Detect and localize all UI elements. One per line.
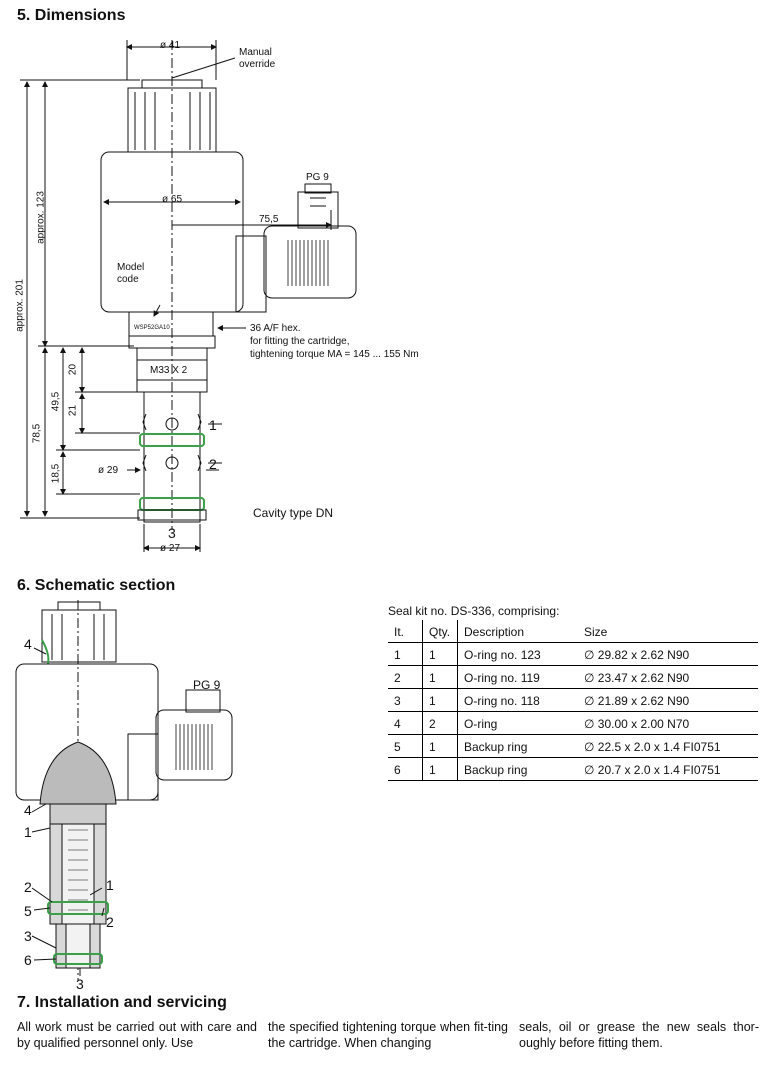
cell-item: 2 (388, 665, 423, 689)
hex-label-2: for fitting the cartridge, (250, 336, 350, 347)
section-5-heading: 5. Dimensions (17, 7, 126, 24)
model-code-label-2: code (117, 274, 139, 285)
seal-kit: Seal kit no. DS-336, comprising: It. Qty… (388, 604, 758, 781)
seal-kit-table: It. Qty. Description Size 1 1 O-ring no.… (388, 620, 758, 781)
cell-size: ∅ 29.82 x 2.62 N90 (578, 642, 758, 666)
cell-description: O-ring no. 119 (457, 665, 578, 689)
port-1-label: 1 (209, 417, 217, 433)
dimension-75-5-label: 75,5 (259, 214, 279, 225)
cell-item: 6 (388, 757, 423, 781)
cell-size: ∅ 20.7 x 2.0 x 1.4 FI0751 (578, 757, 758, 781)
schematic-section-drawing (15, 600, 233, 980)
section-7-heading: 7. Installation and servicing (17, 994, 227, 1011)
seal-kit-caption: Seal kit no. DS-336, comprising: (388, 604, 560, 618)
cell-size: ∅ 23.47 x 2.62 N90 (578, 665, 758, 689)
table-header-row: It. Qty. Description Size (388, 620, 758, 643)
header-description: Description (457, 620, 578, 643)
dimension-21-label: 21 (67, 404, 79, 417)
table-row: 4 2 O-ring ∅ 30.00 x 2.00 N70 (388, 711, 758, 735)
table-row: 6 1 Backup ring ∅ 20.7 x 2.0 x 1.4 FI075… (388, 757, 758, 781)
schematic-label-4-bottom: 4 (24, 802, 32, 818)
schematic-label-6: 6 (24, 952, 32, 968)
cell-description: Backup ring (457, 734, 578, 758)
installation-text-col-2: the specified tightening torque when fit… (268, 1020, 508, 1050)
header-item: It. (388, 620, 423, 643)
thread-label: M33 X 2 (150, 365, 188, 376)
cell-item: 3 (388, 688, 423, 712)
manual-override-label-1: Manual (239, 47, 272, 58)
approx-123-label: approx. 123 (35, 191, 47, 244)
cell-qty: 1 (422, 688, 458, 712)
cell-qty: 1 (422, 665, 458, 689)
cavity-type-label: Cavity type DN (253, 506, 334, 520)
approx-201-label: approx. 201 (14, 279, 26, 332)
schematic-label-2-right: 2 (106, 914, 114, 930)
cell-description: O-ring (457, 711, 578, 735)
diameter-65-label: ø 65 (162, 194, 183, 205)
schematic-label-5: 5 (24, 903, 32, 919)
schematic-label-3-bottom: 3 (76, 976, 84, 992)
section-6-heading: 6. Schematic section (17, 577, 176, 594)
schematic-label-1-left: 1 (24, 824, 32, 840)
schematic-label-3-left: 3 (24, 928, 32, 944)
cell-item: 1 (388, 642, 423, 666)
cell-item: 4 (388, 711, 423, 735)
diameter-29-label: ø 29 (98, 465, 119, 476)
dimension-78-5-label: 78,5 (31, 423, 43, 444)
cell-description: Backup ring (457, 757, 578, 781)
cell-qty: 1 (422, 734, 458, 758)
cell-qty: 1 (422, 642, 458, 666)
manual-override-label-2: override (239, 59, 276, 70)
schematic-label-2-left: 2 (24, 879, 32, 895)
model-code-label-1: Model (117, 262, 145, 273)
installation-text-col-3: seals, oil or grease the new seals thor-… (519, 1020, 759, 1050)
cell-qty: 1 (422, 757, 458, 781)
dimension-20-label: 20 (67, 363, 79, 376)
cell-qty: 2 (422, 711, 458, 735)
table-row: 3 1 O-ring no. 118 ∅ 21.89 x 2.62 N90 (388, 688, 758, 712)
hex-label-3: tightening torque MA = 145 ... 155 Nm (250, 349, 419, 360)
dimension-49-5-label: 49,5 (50, 391, 62, 412)
table-row: 5 1 Backup ring ∅ 22.5 x 2.0 x 1.4 FI075… (388, 734, 758, 758)
header-qty: Qty. (422, 620, 458, 643)
schematic-label-1-right: 1 (106, 877, 114, 893)
pg9-label: PG 9 (306, 172, 329, 183)
table-row: 2 1 O-ring no. 119 ∅ 23.47 x 2.62 N90 (388, 665, 758, 689)
cell-description: O-ring no. 118 (457, 688, 578, 712)
cell-size: ∅ 21.89 x 2.62 N90 (578, 688, 758, 712)
hex-label-1: 36 A/F hex. (250, 323, 301, 334)
schematic-pg9-label: PG 9 (193, 678, 221, 692)
model-plate: WSP52GA10 (134, 325, 170, 331)
dimension-drawing (20, 40, 357, 552)
port-2-label: 2 (209, 456, 217, 472)
schematic-label-4-top: 4 (24, 636, 32, 652)
diameter-27-label: ø 27 (160, 543, 181, 554)
table-row: 1 1 O-ring no. 123 ∅ 29.82 x 2.62 N90 (388, 642, 758, 666)
cell-description: O-ring no. 123 (457, 642, 578, 666)
cell-size: ∅ 22.5 x 2.0 x 1.4 FI0751 (578, 734, 758, 758)
port-3-label: 3 (168, 525, 176, 541)
diameter-41-label: ø 41 (160, 40, 181, 51)
header-size: Size (578, 620, 758, 643)
dimension-18-5-label: 18,5 (50, 463, 62, 484)
cell-size: ∅ 30.00 x 2.00 N70 (578, 711, 758, 735)
cell-item: 5 (388, 734, 423, 758)
installation-text-col-1: All work must be carried out with care a… (17, 1020, 257, 1050)
